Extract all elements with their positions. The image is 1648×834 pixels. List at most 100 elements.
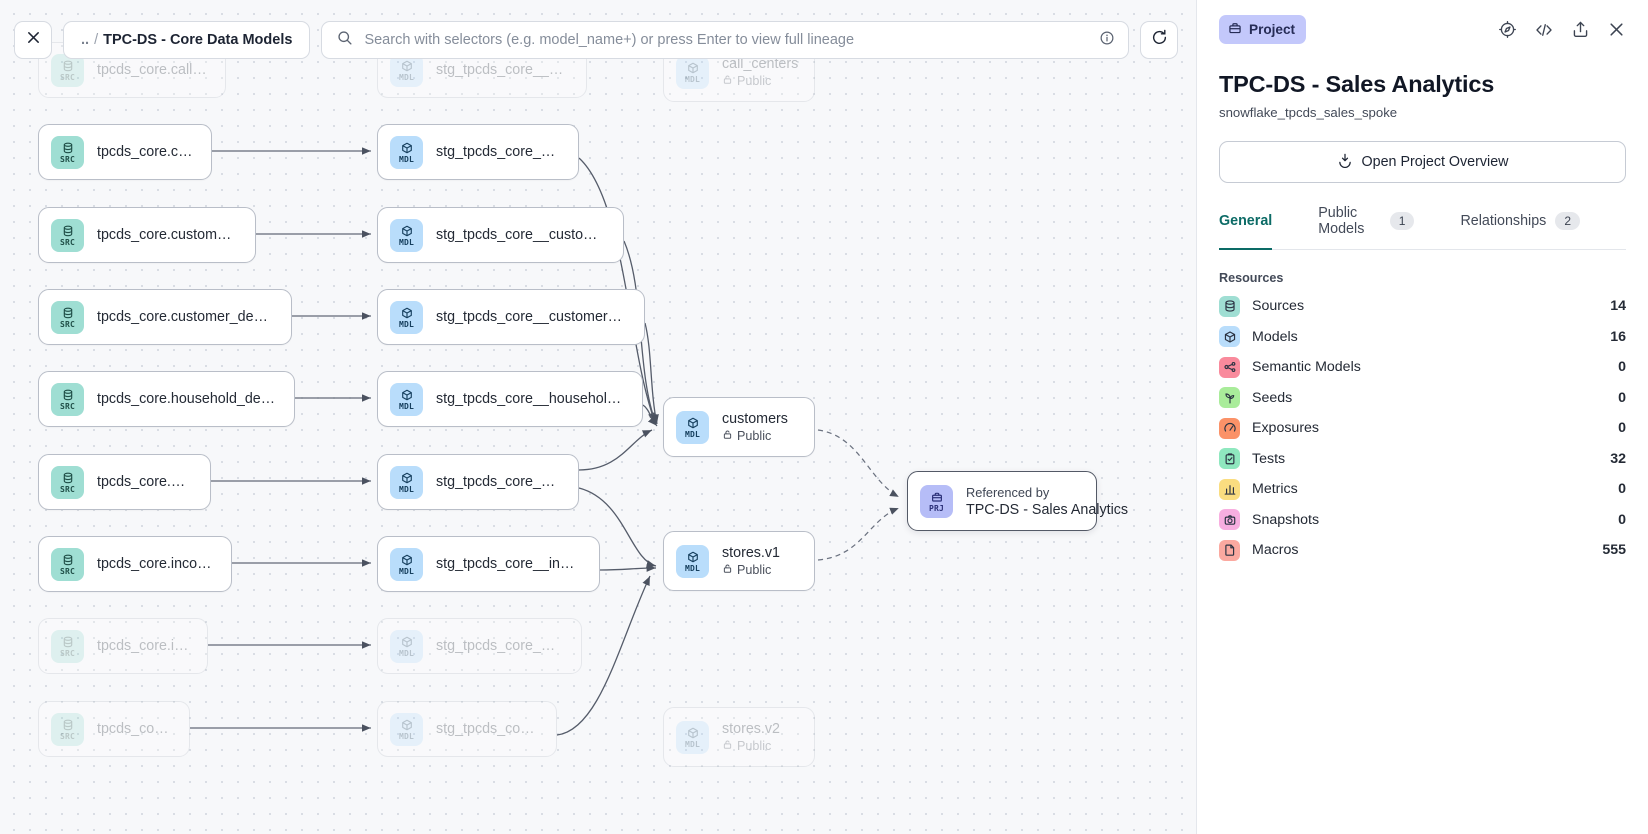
lock-icon (722, 739, 733, 753)
close-icon (26, 30, 41, 50)
resource-count: 0 (1618, 359, 1626, 376)
graph-node-src-cust-demo[interactable]: SRC tpcds_core.customer_demographics (38, 289, 292, 345)
tab-public-models[interactable]: Public Models 1 (1318, 205, 1415, 250)
clipboard-icon (1219, 448, 1240, 470)
resource-name: Tests (1252, 450, 1286, 467)
graph-node-mdl-customer[interactable]: MDL stg_tpcds_core__customer (377, 124, 579, 180)
resource-name: Semantic Models (1252, 359, 1361, 376)
graph-node-src-inventory[interactable]: SRC tpcds_core.inventory (38, 618, 208, 674)
resource-count: 0 (1618, 481, 1626, 498)
gauge-icon (1219, 417, 1240, 439)
graph-node-mdl-income-band[interactable]: MDL stg_tpcds_core__income_band (377, 536, 600, 592)
node-label: tpcds_core.income_band (97, 556, 213, 572)
node-label: stg_tpcds_core__customer_address (436, 227, 605, 243)
mdl-badge-icon: MDL (676, 544, 709, 578)
project-type-chip[interactable]: Project (1219, 15, 1307, 44)
resource-name: Metrics (1252, 481, 1298, 498)
refresh-icon (1151, 29, 1168, 51)
search-placeholder-text: Search with selectors (e.g. model_name+)… (364, 32, 855, 48)
node-label: tpcds_core.date_dim (97, 474, 192, 490)
refresh-button[interactable] (1140, 21, 1178, 59)
node-label: stores.v1 (722, 545, 781, 561)
breadcrumb-current: TPC-DS - Core Data Models (103, 32, 293, 48)
graph-node-src-house-demo[interactable]: SRC tpcds_core.household_demographics (38, 371, 295, 427)
resource-count: 0 (1618, 389, 1626, 406)
search-input[interactable]: Search with selectors (e.g. model_name+)… (321, 21, 1129, 59)
node-label: customers (722, 411, 788, 427)
graph-node-prj-ref[interactable]: PRJ Referenced by TPC-DS - Sales Analyti… (907, 471, 1129, 531)
graph-node-mdl-inventory[interactable]: MDL stg_tpcds_core__inventory (377, 618, 582, 674)
tab-general[interactable]: General (1219, 205, 1273, 250)
node-label: TPC-DS - Sales Analytics (966, 501, 1129, 518)
resource-row-macros[interactable]: Macros 555 (1219, 535, 1626, 566)
resource-row-sources[interactable]: Sources 14 (1219, 291, 1626, 322)
resource-row-tests[interactable]: Tests 32 (1219, 444, 1626, 475)
panel-header: Project (1219, 0, 1626, 57)
node-label: tpcds_core.store (97, 721, 171, 737)
resource-count: 0 (1618, 420, 1626, 437)
mdl-badge-icon: MDL (390, 300, 423, 334)
node-label: stores.v2 (722, 721, 781, 737)
lineage-canvas[interactable]: .. / TPC-DS - Core Data Models Search wi… (0, 0, 1197, 834)
graph-node-src-cust-addr[interactable]: SRC tpcds_core.customer_address (38, 207, 256, 263)
graph-node-src-customer[interactable]: SRC tpcds_core.customer (38, 124, 212, 180)
tab-label: Relationships (1460, 213, 1547, 229)
bar-chart-icon (1219, 478, 1240, 500)
lock-icon (722, 563, 733, 577)
share-icon[interactable] (1571, 20, 1590, 39)
info-icon[interactable] (1099, 30, 1115, 51)
resource-row-models[interactable]: Models 16 (1219, 322, 1626, 353)
resource-row-exposures[interactable]: Exposures 0 (1219, 413, 1626, 444)
graph-node-mdl-date-dim[interactable]: MDL stg_tpcds_core__date_dim (377, 454, 579, 510)
node-access: Public (722, 74, 796, 88)
resource-name: Macros (1252, 542, 1299, 559)
graph-node-src-date-dim[interactable]: SRC tpcds_core.date_dim (38, 454, 211, 510)
breadcrumb[interactable]: .. / TPC-DS - Core Data Models (63, 21, 311, 59)
node-label: stg_tpcds_core__call_center (436, 62, 568, 78)
compass-icon[interactable] (1498, 20, 1517, 39)
lock-icon (722, 74, 733, 88)
resource-name: Exposures (1252, 420, 1320, 437)
resource-row-seeds[interactable]: Seeds 0 (1219, 383, 1626, 414)
network-icon (1219, 356, 1240, 378)
database-icon (1219, 295, 1240, 317)
node-label: tpcds_core.customer_demographics (97, 309, 273, 325)
mdl-badge-icon: MDL (676, 720, 709, 754)
graph-node-mdl-store[interactable]: MDL stg_tpcds_core__store (377, 701, 557, 757)
project-subtitle: snowflake_tpcds_sales_spoke (1219, 105, 1398, 120)
resource-row-metrics[interactable]: Metrics 0 (1219, 474, 1626, 505)
resource-row-snapshots[interactable]: Snapshots 0 (1219, 505, 1626, 536)
resource-row-semantic-models[interactable]: Semantic Models 0 (1219, 352, 1626, 383)
resource-name: Models (1252, 328, 1298, 345)
open-project-overview-button[interactable]: Open Project Overview (1219, 141, 1626, 183)
graph-node-src-income-band[interactable]: SRC tpcds_core.income_band (38, 536, 232, 592)
node-label: tpcds_core.household_demographics (97, 391, 276, 407)
mdl-badge-icon: MDL (390, 53, 423, 87)
tab-relationships[interactable]: Relationships 2 (1460, 205, 1580, 250)
graph-node-src-store[interactable]: SRC tpcds_core.store (38, 701, 190, 757)
tab-count-badge: 1 (1389, 212, 1415, 230)
graph-node-mdl-cust-demo[interactable]: MDL stg_tpcds_core__customer_demogra... (377, 289, 645, 345)
node-label: stg_tpcds_core__inventory (436, 638, 563, 654)
graph-node-mdl-cust-addr[interactable]: MDL stg_tpcds_core__customer_address (377, 207, 624, 263)
src-badge-icon: SRC (51, 53, 84, 87)
tab-label: Public Models (1318, 205, 1365, 237)
tab-count-badge: 2 (1555, 212, 1580, 230)
close-lineage-button[interactable] (14, 21, 52, 59)
node-label: stg_tpcds_core__household_demogr... (436, 391, 624, 407)
code-icon[interactable] (1534, 20, 1554, 40)
node-label: stg_tpcds_core__income_band (436, 556, 581, 572)
resource-name: Sources (1252, 298, 1305, 315)
mdl-badge-icon: MDL (390, 382, 423, 416)
graph-node-pub-stores-v2[interactable]: MDL stores.v2 Public (663, 707, 815, 767)
close-panel-icon[interactable] (1607, 20, 1626, 39)
referenced-by-caption: Referenced by (966, 484, 1050, 500)
mdl-badge-icon: MDL (390, 218, 423, 252)
graph-node-pub-stores-v1[interactable]: MDL stores.v1 Public (663, 531, 815, 591)
src-badge-icon: SRC (51, 629, 84, 663)
graph-node-pub-customers[interactable]: MDL customers Public (663, 397, 815, 457)
camera-icon (1219, 509, 1240, 531)
graph-node-mdl-house-demo[interactable]: MDL stg_tpcds_core__household_demogr... (377, 371, 643, 427)
mdl-badge-icon: MDL (676, 55, 709, 89)
